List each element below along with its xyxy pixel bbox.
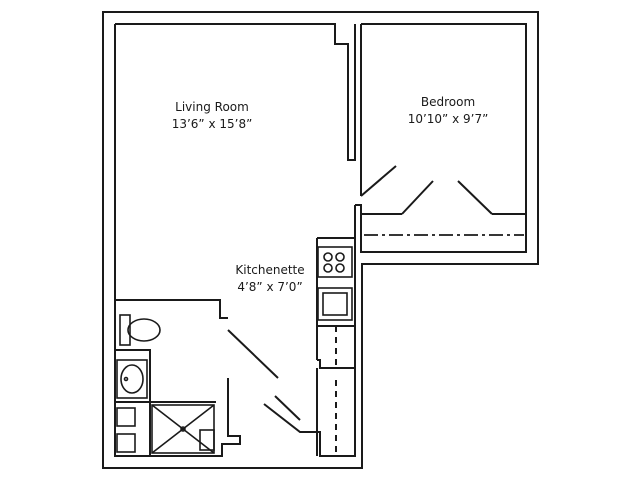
bedroom-walls	[355, 23, 527, 253]
bedroom-size: 10’10” x 9’7”	[407, 112, 489, 126]
living-room-label: Living Room 13’6” x 15’8”	[160, 99, 264, 133]
shower-icon	[151, 404, 215, 454]
toilet-icon	[119, 314, 161, 346]
living-room-name: Living Room	[175, 100, 249, 114]
sink-icon	[116, 359, 148, 399]
kitchenette-size: 4’8” x 7’0”	[237, 280, 303, 294]
living-room-walls	[114, 23, 356, 319]
kitchen-counter-line	[317, 325, 355, 456]
bedroom-label: Bedroom 10’10” x 9’7”	[396, 94, 500, 128]
stove-icon	[317, 246, 353, 278]
living-room-size: 13’6” x 15’8”	[171, 117, 253, 131]
entry-door-swings	[227, 329, 312, 433]
outer-walls	[102, 11, 539, 469]
microwave-icon	[317, 287, 353, 321]
kitchenette-walls	[312, 205, 356, 457]
kitchenette-name: Kitchenette	[235, 263, 305, 277]
kitchenette-label: Kitchenette 4’8” x 7’0”	[228, 262, 312, 296]
bedroom-name: Bedroom	[420, 95, 476, 109]
bath-storage	[116, 407, 136, 453]
bathroom-walls	[114, 300, 241, 457]
bedroom-door-swings	[360, 165, 493, 215]
